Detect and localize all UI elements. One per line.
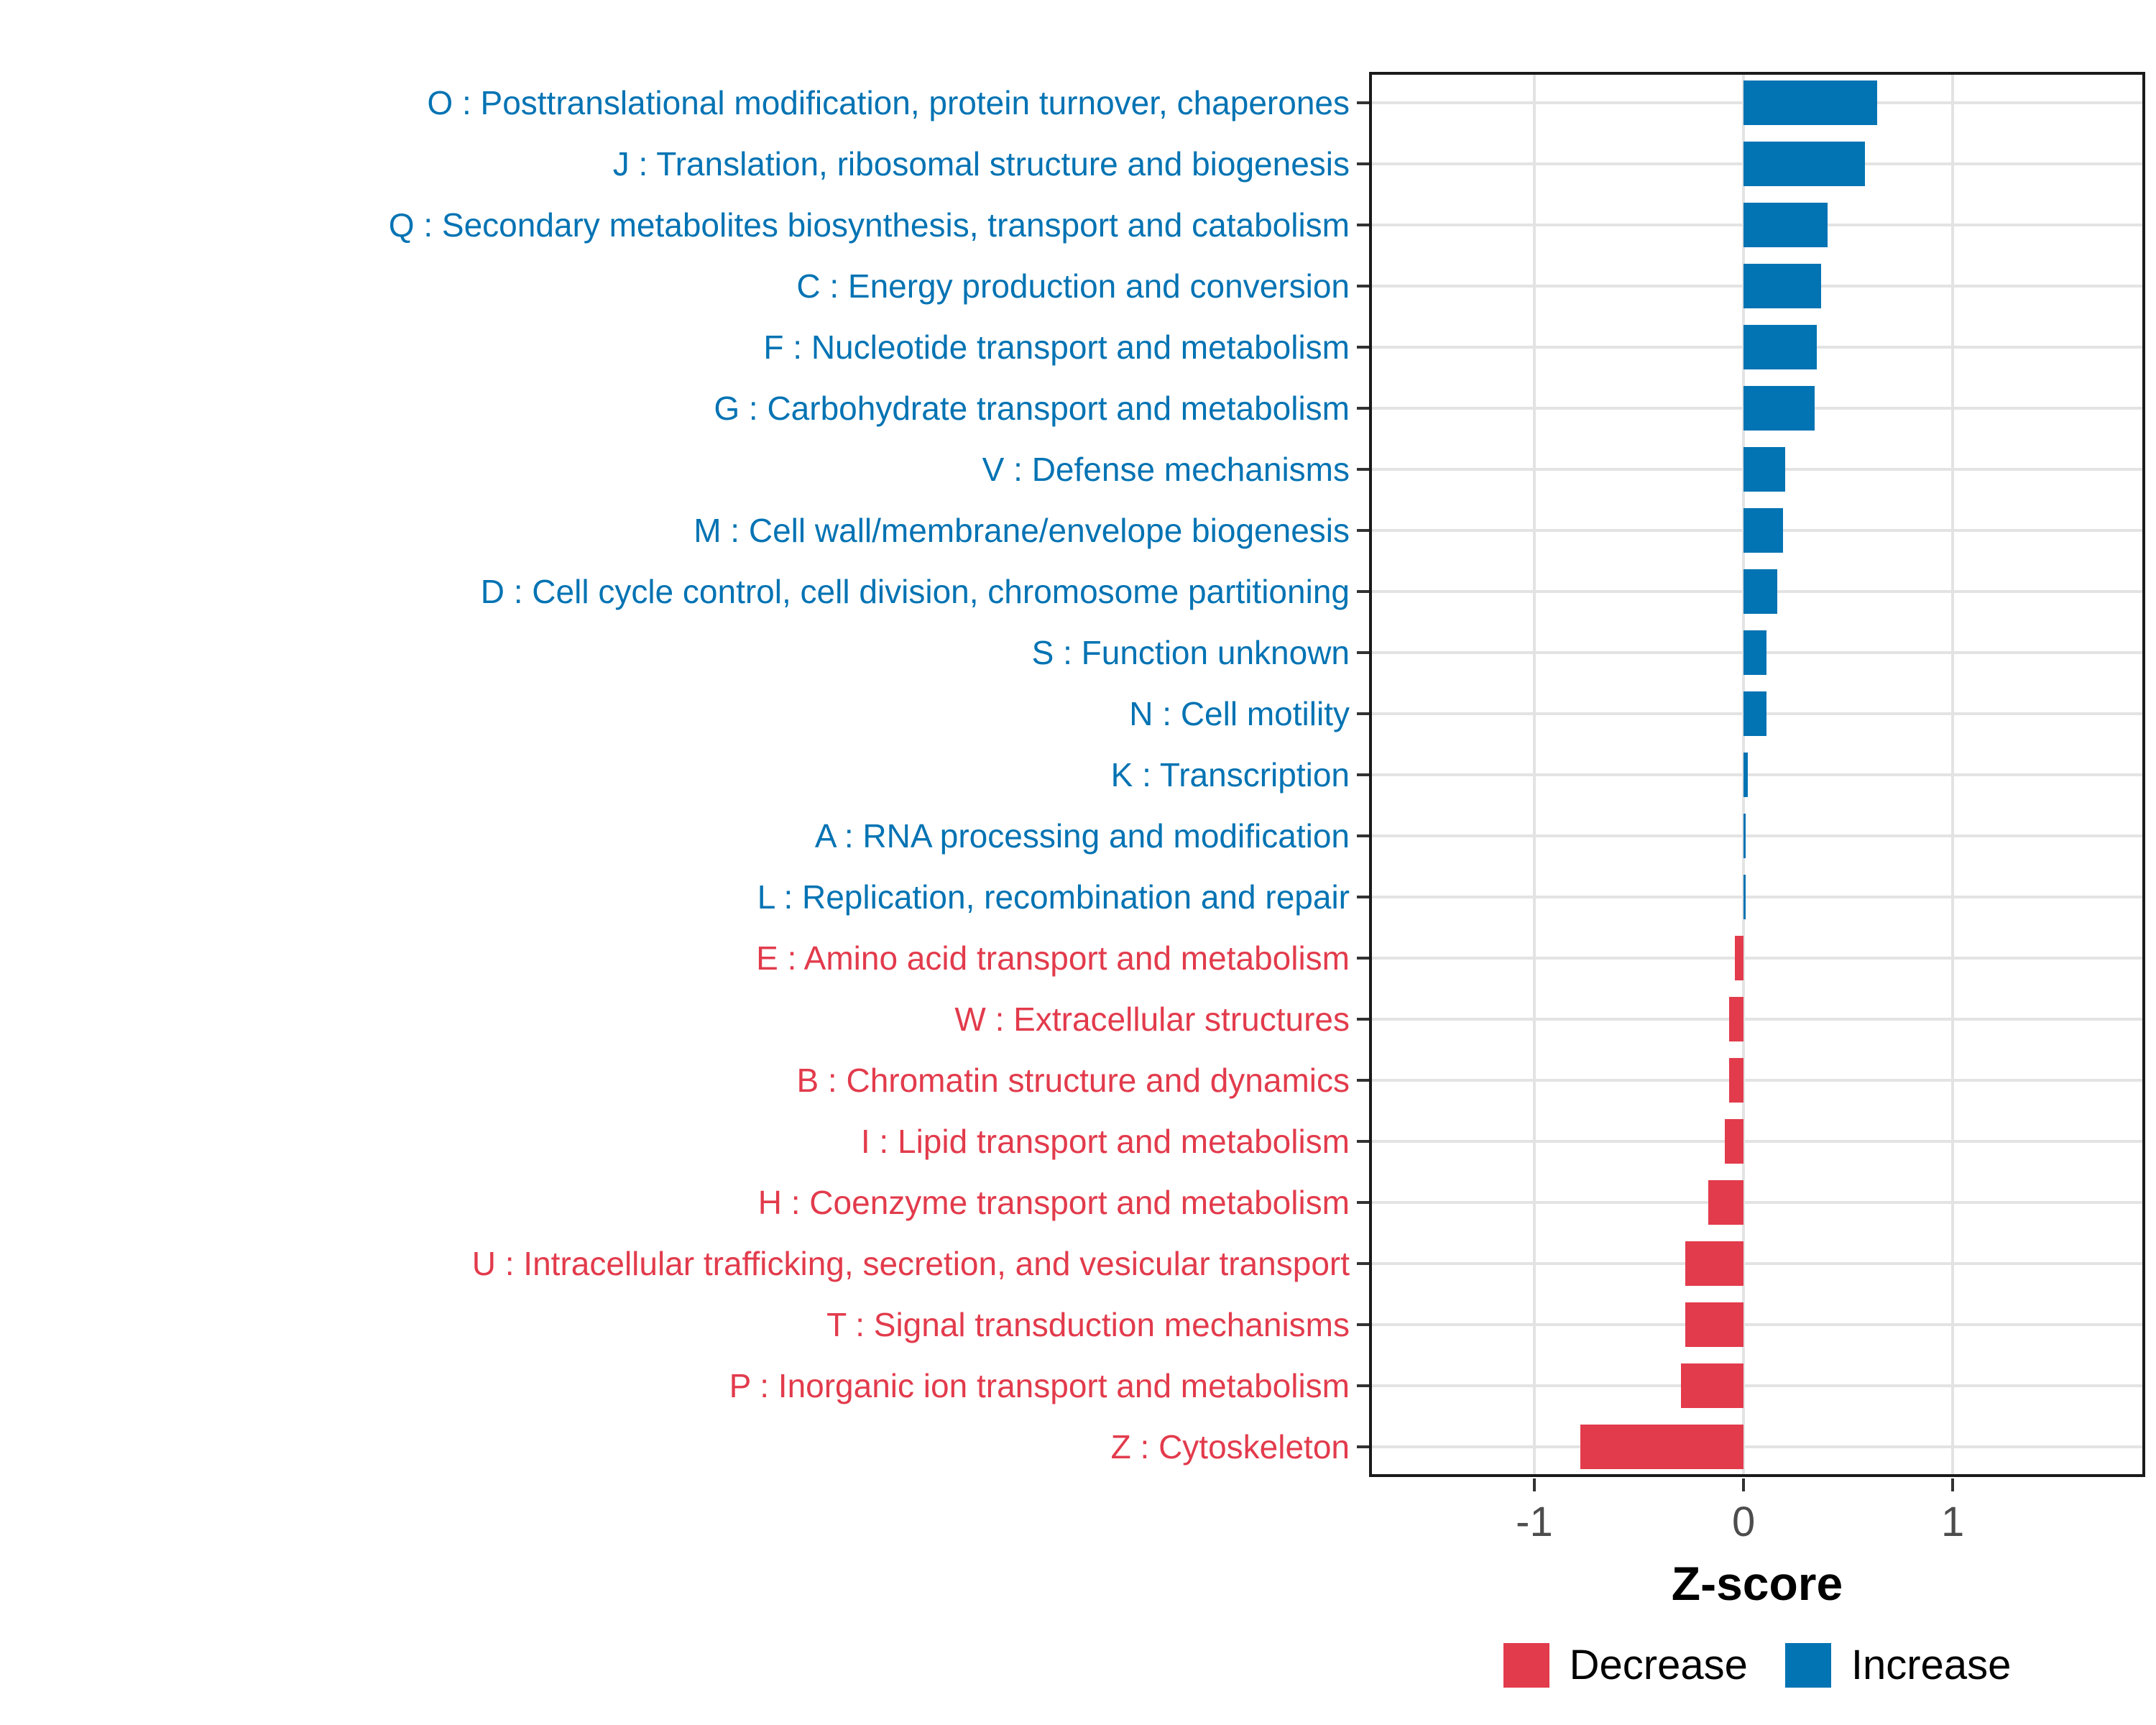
bar-H: [1708, 1179, 1744, 1225]
gridline-row: [1369, 1445, 2145, 1448]
y-tick: [1357, 1078, 1369, 1082]
y-tick: [1357, 345, 1369, 349]
category-label: Z : Cytoskeleton: [1110, 1427, 1350, 1466]
category-label: T : Signal transduction mechanisms: [826, 1305, 1350, 1343]
y-tick: [1357, 406, 1369, 410]
category-label: F : Nucleotide transport and metabolism: [763, 328, 1350, 366]
y-tick: [1357, 712, 1369, 715]
gridline-row: [1369, 1261, 2145, 1265]
bar-E: [1735, 935, 1744, 980]
category-label: A : RNA processing and modification: [814, 816, 1350, 855]
y-tick: [1357, 1017, 1369, 1021]
category-label: C : Energy production and conversion: [796, 267, 1350, 305]
bar-N: [1743, 691, 1767, 736]
bar-Z: [1580, 1424, 1744, 1469]
bar-M: [1743, 507, 1784, 553]
gridline-row: [1369, 956, 2145, 960]
gridline-row: [1369, 773, 2145, 776]
legend-item-decrease: Decrease: [1503, 1641, 1748, 1689]
y-tick: [1357, 1200, 1369, 1204]
bar-C: [1743, 263, 1821, 308]
x-tick--1: [1532, 1478, 1536, 1491]
gridline-row: [1369, 1078, 2145, 1082]
category-label: J : Translation, ribosomal structure and…: [612, 144, 1350, 183]
y-tick: [1357, 1384, 1369, 1387]
y-tick: [1357, 895, 1369, 898]
category-label: Q : Secondary metabolites biosynthesis, …: [388, 206, 1350, 244]
bar-U: [1685, 1241, 1744, 1286]
y-tick: [1357, 1261, 1369, 1265]
y-tick: [1357, 589, 1369, 593]
y-tick: [1357, 101, 1369, 104]
x-tick-label-0: 0: [1731, 1499, 1756, 1545]
legend-label-increase: Increase: [1851, 1642, 2012, 1688]
gridline-row: [1369, 834, 2145, 837]
category-label: I : Lipid transport and metabolism: [860, 1122, 1350, 1160]
gridline-row: [1369, 895, 2145, 898]
category-label: M : Cell wall/membrane/envelope biogenes…: [694, 511, 1350, 549]
bar-P: [1680, 1363, 1744, 1408]
category-label: B : Chromatin structure and dynamics: [796, 1061, 1350, 1099]
bar-F: [1743, 324, 1817, 369]
gridline-row: [1369, 1017, 2145, 1021]
bar-G: [1743, 385, 1815, 431]
legend-label-decrease: Decrease: [1569, 1642, 1748, 1688]
category-label: P : Inorganic ion transport and metaboli…: [729, 1366, 1350, 1404]
x-tick-label--1: -1: [1516, 1499, 1553, 1545]
x-axis-title: Z-score: [1671, 1557, 1843, 1610]
category-label: O : Posttranslational modification, prot…: [427, 83, 1350, 121]
category-label: L : Replication, recombination and repai…: [757, 878, 1350, 916]
y-tick: [1357, 1139, 1369, 1143]
bar-D: [1743, 569, 1777, 614]
y-tick: [1357, 956, 1369, 960]
category-label: U : Intracellular trafficking, secretion…: [471, 1244, 1350, 1282]
bar-V: [1743, 446, 1786, 492]
category-label: S : Function unknown: [1031, 633, 1350, 671]
y-tick: [1357, 162, 1369, 165]
bar-K: [1743, 752, 1748, 797]
category-label: K : Transcription: [1110, 755, 1350, 794]
gridline-row: [1369, 1200, 2145, 1204]
gridline-row: [1369, 1384, 2145, 1387]
y-tick: [1357, 528, 1369, 532]
legend: Decrease Increase: [1369, 1641, 2145, 1689]
y-tick: [1357, 1322, 1369, 1326]
y-tick: [1357, 467, 1369, 471]
bar-L: [1743, 874, 1746, 919]
category-label: N : Cell motility: [1129, 694, 1350, 732]
gridline-row: [1369, 1322, 2145, 1326]
bar-S: [1743, 630, 1767, 675]
bar-B: [1728, 1057, 1744, 1103]
bar-O: [1743, 80, 1878, 125]
category-label: W : Extracellular structures: [954, 1000, 1350, 1038]
increase-swatch: [1784, 1642, 1831, 1688]
y-tick: [1357, 223, 1369, 226]
category-label: H : Coenzyme transport and metabolism: [757, 1183, 1350, 1221]
y-tick: [1357, 650, 1369, 654]
legend-item-increase: Increase: [1784, 1641, 2012, 1689]
gridline-row: [1369, 1139, 2145, 1143]
bar-W: [1728, 996, 1744, 1041]
bar-T: [1685, 1302, 1744, 1347]
bar-Q: [1743, 202, 1828, 247]
bar-A: [1743, 813, 1746, 858]
category-label: E : Amino acid transport and metabolism: [756, 939, 1350, 977]
decrease-swatch: [1503, 1642, 1549, 1688]
category-label: D : Cell cycle control, cell division, c…: [480, 572, 1350, 610]
x-tick-0: [1742, 1478, 1746, 1491]
y-tick: [1357, 1445, 1369, 1448]
bar-J: [1743, 141, 1865, 186]
y-tick: [1357, 284, 1369, 288]
x-tick-label-1: 1: [1941, 1499, 1965, 1545]
x-tick-1: [1951, 1478, 1955, 1491]
category-label: V : Defense mechanisms: [982, 450, 1350, 488]
bar-I: [1724, 1118, 1744, 1164]
y-tick: [1357, 834, 1369, 837]
y-tick: [1357, 773, 1369, 776]
category-label: G : Carbohydrate transport and metabolis…: [714, 389, 1350, 427]
